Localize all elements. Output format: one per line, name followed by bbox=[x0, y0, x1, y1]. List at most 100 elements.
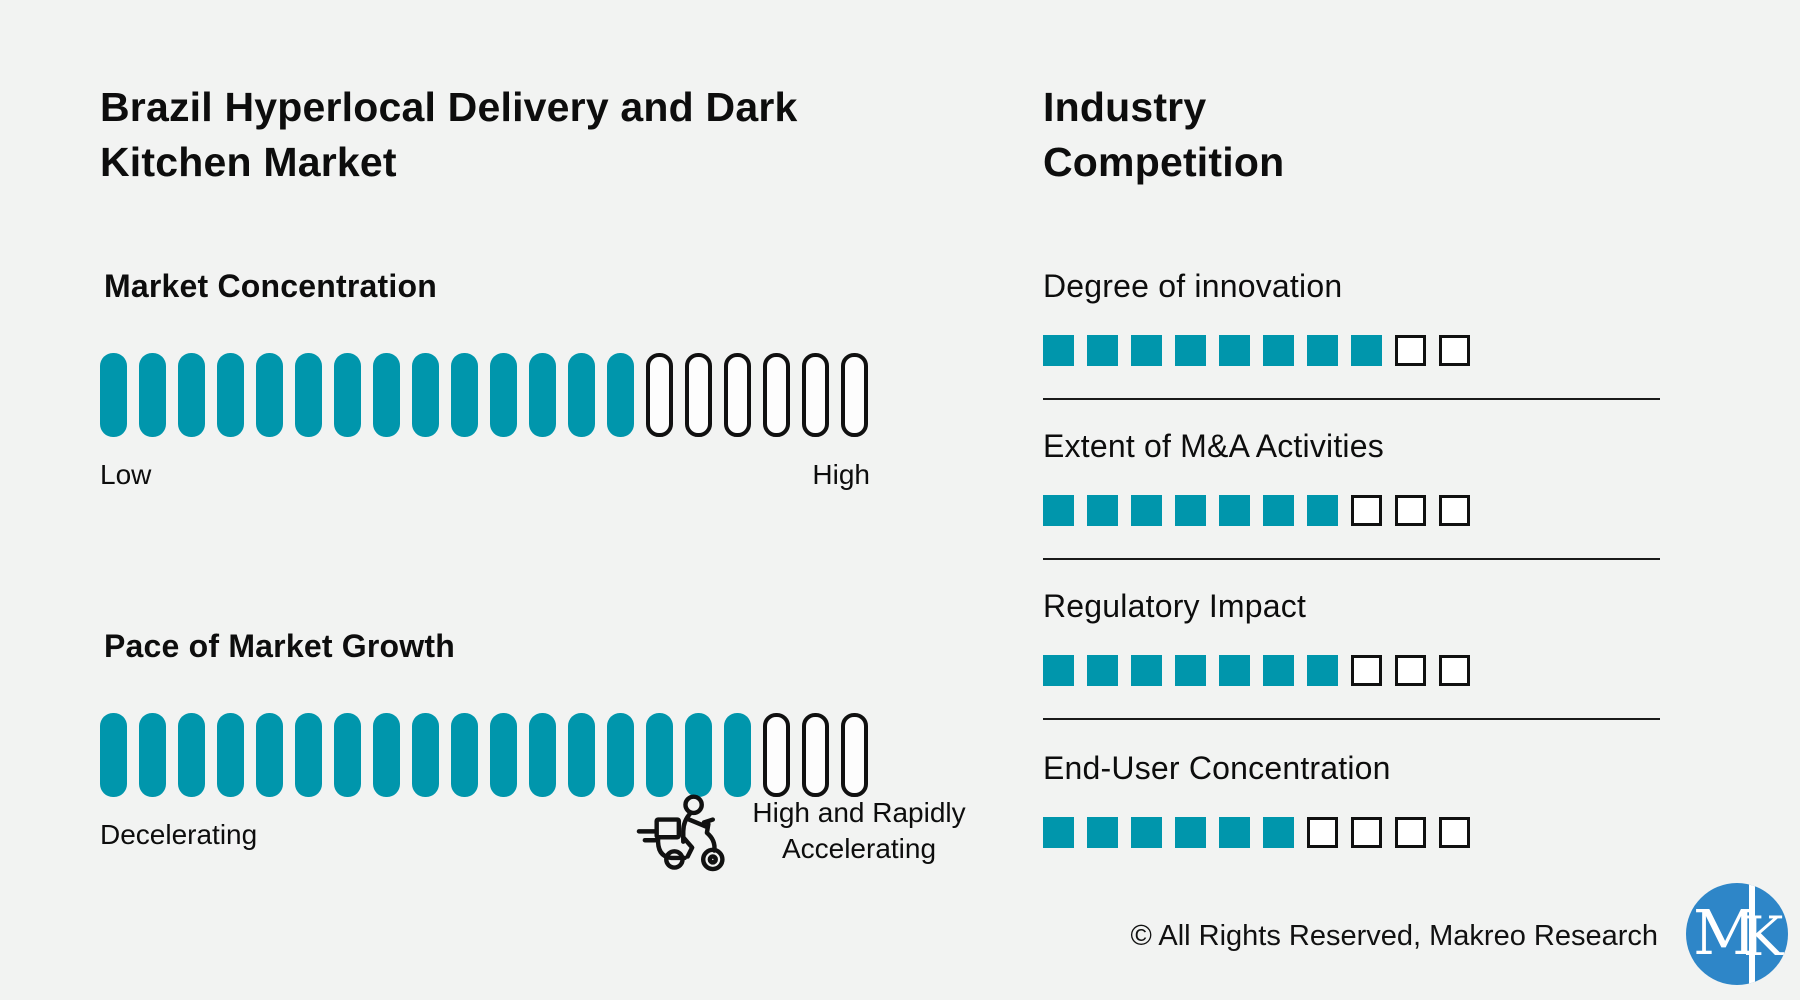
pill-segment-filled bbox=[685, 713, 712, 797]
pill-segment-filled bbox=[373, 713, 400, 797]
market-concentration-scale bbox=[100, 353, 870, 437]
sq-segment-filled bbox=[1131, 335, 1162, 366]
sq-segment-filled bbox=[1351, 335, 1382, 366]
scale-label-decelerating: Decelerating bbox=[100, 819, 258, 850]
pill-segment-filled bbox=[607, 713, 634, 797]
sq-segment-filled bbox=[1175, 495, 1206, 526]
sq-segment-empty bbox=[1439, 495, 1470, 526]
pill-segment-filled bbox=[100, 353, 127, 437]
pill-segment-empty bbox=[646, 353, 673, 437]
sq-segment-empty bbox=[1351, 655, 1382, 686]
pill-segment-empty bbox=[763, 353, 790, 437]
pill-segment-filled bbox=[724, 713, 751, 797]
sq-segment-filled bbox=[1043, 495, 1074, 526]
sq-segment-empty bbox=[1395, 335, 1426, 366]
metric-scale bbox=[1043, 655, 1660, 686]
pill-segment-filled bbox=[178, 353, 205, 437]
sq-segment-filled bbox=[1263, 495, 1294, 526]
sq-segment-filled bbox=[1175, 655, 1206, 686]
metric-regulatory-impact: Regulatory Impact bbox=[1043, 588, 1660, 720]
delivery-scooter-icon bbox=[636, 794, 725, 872]
sq-segment-filled bbox=[1175, 817, 1206, 848]
accelerating-label-group: High and Rapidly Accelerating bbox=[636, 788, 978, 874]
sq-segment-filled bbox=[1219, 335, 1250, 366]
scale-label-low: Low bbox=[100, 459, 152, 490]
pill-segment-filled bbox=[217, 353, 244, 437]
makreo-logo: M K bbox=[1686, 883, 1788, 985]
pill-segment-filled bbox=[451, 713, 478, 797]
left-panel-title: Brazil Hyperlocal Delivery and Dark Kitc… bbox=[100, 84, 798, 185]
metric-degree-of-innovation: Degree of innovation bbox=[1043, 268, 1660, 400]
sq-segment-filled bbox=[1219, 495, 1250, 526]
pill-segment-filled bbox=[295, 713, 322, 797]
pill-segment-filled bbox=[607, 353, 634, 437]
sq-segment-empty bbox=[1439, 655, 1470, 686]
sq-segment-filled bbox=[1087, 495, 1118, 526]
pill-segment-filled bbox=[490, 353, 517, 437]
pill-segment-filled bbox=[139, 353, 166, 437]
sq-segment-filled bbox=[1131, 817, 1162, 848]
pill-segment-empty bbox=[802, 353, 829, 437]
metric-scale bbox=[1043, 335, 1660, 366]
metric-label: Degree of innovation bbox=[1043, 268, 1343, 304]
metric-extent-of-ma-activities: Extent of M&A Activities bbox=[1043, 428, 1660, 560]
pill-segment-filled bbox=[529, 353, 556, 437]
sq-segment-filled bbox=[1307, 655, 1338, 686]
metric-label: Regulatory Impact bbox=[1043, 588, 1307, 624]
logo-letter-k: K bbox=[1743, 905, 1784, 968]
sq-segment-empty bbox=[1351, 817, 1382, 848]
pill-segment-filled bbox=[178, 713, 205, 797]
market-concentration-section: Market Concentration Low High bbox=[100, 268, 870, 491]
pace-of-market-growth-section: Pace of Market Growth Decelerating bbox=[100, 628, 870, 851]
sq-segment-filled bbox=[1043, 655, 1074, 686]
divider bbox=[1043, 558, 1660, 560]
pace-of-market-growth-heading: Pace of Market Growth bbox=[104, 628, 455, 664]
sq-segment-filled bbox=[1087, 655, 1118, 686]
sq-segment-filled bbox=[1043, 817, 1074, 848]
sq-segment-empty bbox=[1439, 817, 1470, 848]
pace-of-market-growth-scale bbox=[100, 713, 870, 797]
sq-segment-filled bbox=[1219, 817, 1250, 848]
metric-scale bbox=[1043, 495, 1660, 526]
right-panel-title: Industry Competition bbox=[1043, 84, 1285, 185]
sq-segment-filled bbox=[1043, 335, 1074, 366]
pill-segment-filled bbox=[100, 713, 127, 797]
sq-segment-empty bbox=[1439, 335, 1470, 366]
metric-end-user-concentration: End-User Concentration bbox=[1043, 750, 1660, 848]
sq-segment-filled bbox=[1263, 817, 1294, 848]
pill-segment-empty bbox=[763, 713, 790, 797]
pill-segment-filled bbox=[256, 353, 283, 437]
market-concentration-scale-labels: Low High bbox=[100, 459, 870, 491]
sq-segment-empty bbox=[1351, 495, 1382, 526]
pill-segment-filled bbox=[217, 713, 244, 797]
pill-segment-empty bbox=[841, 353, 868, 437]
divider bbox=[1043, 398, 1660, 400]
sq-segment-filled bbox=[1087, 335, 1118, 366]
divider bbox=[1043, 718, 1660, 720]
pill-segment-filled bbox=[490, 713, 517, 797]
pill-segment-filled bbox=[568, 713, 595, 797]
pill-segment-filled bbox=[256, 713, 283, 797]
pill-segment-empty bbox=[724, 353, 751, 437]
sq-segment-filled bbox=[1131, 655, 1162, 686]
metric-scale bbox=[1043, 817, 1660, 848]
scale-label-accelerating: High and Rapidly Accelerating bbox=[752, 796, 966, 864]
sq-segment-filled bbox=[1175, 335, 1206, 366]
pill-segment-filled bbox=[334, 713, 361, 797]
sq-segment-filled bbox=[1263, 335, 1294, 366]
copyright-text: © All Rights Reserved, Makreo Research bbox=[1130, 920, 1658, 952]
sq-segment-filled bbox=[1307, 495, 1338, 526]
logo-bar bbox=[1749, 883, 1755, 985]
pill-segment-filled bbox=[412, 713, 439, 797]
sq-segment-filled bbox=[1307, 335, 1338, 366]
market-concentration-heading: Market Concentration bbox=[104, 268, 437, 304]
logo-letter-m: M bbox=[1693, 896, 1757, 969]
sq-segment-empty bbox=[1395, 655, 1426, 686]
pill-segment-filled bbox=[646, 713, 673, 797]
sq-segment-empty bbox=[1307, 817, 1338, 848]
sq-segment-filled bbox=[1087, 817, 1118, 848]
pill-segment-filled bbox=[451, 353, 478, 437]
metric-label: End-User Concentration bbox=[1043, 750, 1391, 786]
pill-segment-filled bbox=[568, 353, 595, 437]
pill-segment-empty bbox=[802, 713, 829, 797]
